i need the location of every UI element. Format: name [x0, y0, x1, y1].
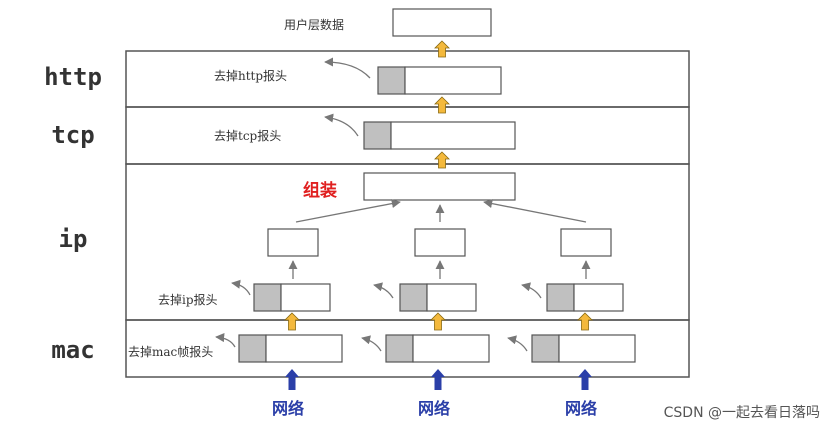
up-arrow-icon [284, 312, 300, 331]
mac-layer-frame [125, 319, 690, 378]
strip-ip-label: 去掉ip报头 [158, 293, 218, 307]
layer-label-http: http [44, 63, 102, 91]
strip-arrow-mac-2 [361, 335, 382, 352]
up-arrow-icon [434, 151, 450, 169]
strip-mac-label: 去掉mac帧报头 [128, 345, 214, 359]
fragment-box-2 [414, 228, 466, 257]
user-data-box [392, 8, 492, 37]
mac-frames [238, 334, 636, 363]
http-payload [404, 66, 502, 95]
up-arrow-icon [430, 312, 446, 331]
ip-packets [253, 283, 624, 312]
layer-frames [125, 50, 690, 378]
assembled-box [363, 172, 516, 201]
arrow-frag1-to-assembled [295, 199, 401, 223]
network-label-1: 网络 [272, 399, 305, 418]
ip-payload-1 [280, 283, 331, 312]
strip-arrow-ip-2 [373, 282, 394, 299]
ip-header-2 [399, 283, 428, 312]
network-label-3: 网络 [565, 399, 598, 418]
ip-header-3 [546, 283, 575, 312]
layer-label-ip: ip [58, 225, 88, 253]
network-label-2: 网络 [418, 399, 451, 418]
tcp-packet [363, 121, 516, 150]
up-arrow-icon [577, 312, 593, 331]
assemble-label: 组装 [303, 181, 337, 201]
watermark: CSDN @一起去看日落吗 [663, 405, 820, 421]
mac-header-2 [385, 334, 414, 363]
user-data-label: 用户层数据 [284, 18, 345, 32]
tcp-payload [390, 121, 516, 150]
ip-header-1 [253, 283, 282, 312]
gray-arrows [215, 57, 591, 352]
fragment-box-1 [267, 228, 319, 257]
strip-tcp-label: 去掉tcp报头 [214, 129, 282, 143]
strip-arrow-ip-3 [521, 282, 542, 299]
mac-header-3 [531, 334, 560, 363]
fragment-box-3 [560, 228, 612, 257]
strip-arrow-mac-3 [507, 335, 528, 352]
http-header [377, 66, 406, 95]
layer-label-tcp: tcp [51, 121, 95, 149]
mac-payload-2 [412, 334, 490, 363]
network-arrows [285, 369, 592, 390]
up-arrow-icon [434, 40, 450, 58]
mac-payload-3 [558, 334, 636, 363]
http-packet [377, 66, 502, 95]
arrow-frag3-to-assembled [483, 199, 587, 223]
network-arrow-icon [431, 369, 445, 390]
mac-payload-1 [265, 334, 343, 363]
up-arrow-icon [434, 96, 450, 114]
layer-label-mac: mac [51, 336, 95, 364]
ip-payload-2 [426, 283, 477, 312]
strip-http-label: 去掉http报头 [214, 69, 288, 83]
ip-payload-3 [573, 283, 624, 312]
mac-header-1 [238, 334, 267, 363]
network-arrow-icon [285, 369, 299, 390]
strip-arrow-ip-1 [231, 279, 251, 296]
network-arrow-icon [578, 369, 592, 390]
tcp-header [363, 121, 392, 150]
ip-fragments [267, 228, 612, 257]
strip-arrow-http [324, 57, 371, 79]
strip-arrow-mac-1 [215, 333, 236, 348]
strip-arrow-tcp [324, 113, 359, 137]
up-arrows [284, 40, 593, 331]
